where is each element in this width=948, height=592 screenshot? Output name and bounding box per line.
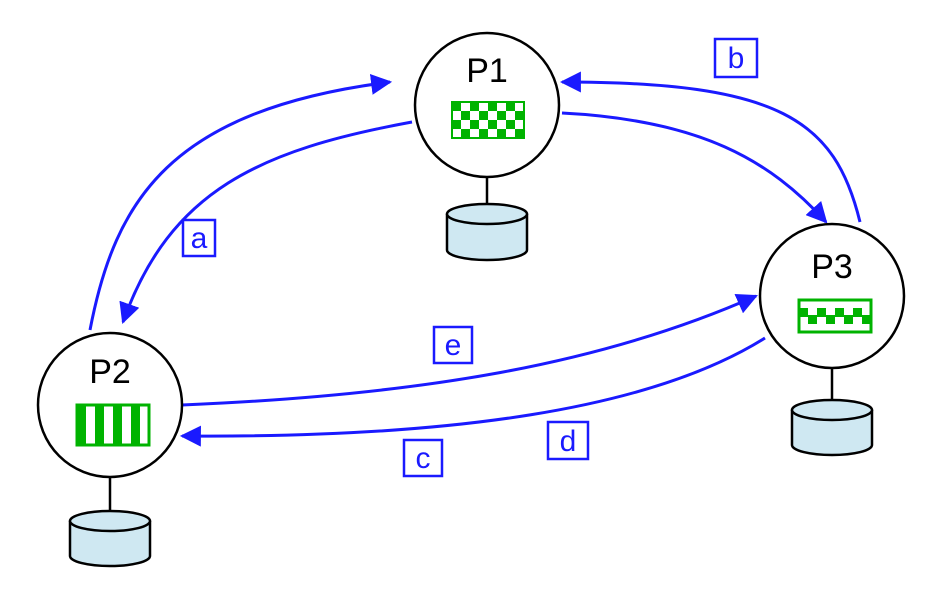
node-p3-label: P3 [811,248,853,286]
p3-pattern-block [853,308,862,317]
p3-pattern-block [808,315,817,324]
p1-pattern-cell [497,129,506,138]
databases-group [68,172,874,568]
p1-pattern-cell [488,102,497,111]
p1-pattern-cell [506,120,515,129]
p2-pattern-stripe [131,405,140,445]
p3-pattern-block [799,308,808,317]
p3-pattern-block [862,315,871,324]
p3-database-icon [790,368,874,457]
edge-label-e: e [432,325,474,365]
node-p1-label: P1 [466,52,508,90]
p1-pattern-cell [452,120,461,129]
p2-database-icon [68,477,152,568]
p1-pattern-cell [452,102,461,111]
edge-label-a-text: a [191,222,208,255]
edge-label-c-text: c [416,442,431,475]
node-p2-label: P2 [89,353,131,391]
edge-p1-to-p2 [119,120,413,324]
edge-p2-to-p1 [88,73,393,331]
p1-checkerboard-pattern-icon [451,101,525,139]
edge-label-e-text: e [445,329,462,362]
p1-pattern-cell [461,129,470,138]
p2-pattern-stripe [113,405,122,445]
p1-pattern-cell [470,102,479,111]
edge-p3-to-p1 [559,71,862,223]
p1-pattern-cell [497,111,506,120]
p3-zigzag-pattern-icon [797,298,873,334]
edge-p1-to-p3 [561,111,828,224]
edge-label-b: b [713,37,759,79]
edge-label-a: a [181,218,217,258]
node-p1: P1 [413,31,561,179]
edge-p2-to-p3 [181,294,758,407]
p3-pattern-block [835,308,844,317]
p1-pattern-cell [488,120,497,129]
p1-pattern-cell [470,120,479,129]
p1-pattern-cell [515,111,524,120]
p2-pattern-stripe [95,405,104,445]
edge-labels-group: a b c d e [181,37,759,478]
node-p3: P3 [758,222,906,370]
p3-pattern-block [817,308,826,317]
node-p2: P2 [36,331,184,479]
p2-stripes-pattern-icon [75,403,151,447]
nodes-group: P1 P2 P3 [36,31,906,479]
p2-pattern-stripe [77,405,86,445]
edge-label-c: c [402,438,444,478]
p1-pattern-cell [479,111,488,120]
p1-pattern-cell [506,102,515,111]
p1-pattern-cell [479,129,488,138]
edge-label-b-text: b [728,42,745,75]
p3-pattern-block [826,315,835,324]
edge-p3-to-p2 [179,336,766,447]
edge-label-d: d [546,420,590,461]
p1-pattern-cell [515,129,524,138]
edge-label-d-text: d [560,425,577,458]
p1-database-icon [445,172,529,262]
p3-pattern-block [844,315,853,324]
edges-group [88,71,862,447]
p1-pattern-cell [461,111,470,120]
